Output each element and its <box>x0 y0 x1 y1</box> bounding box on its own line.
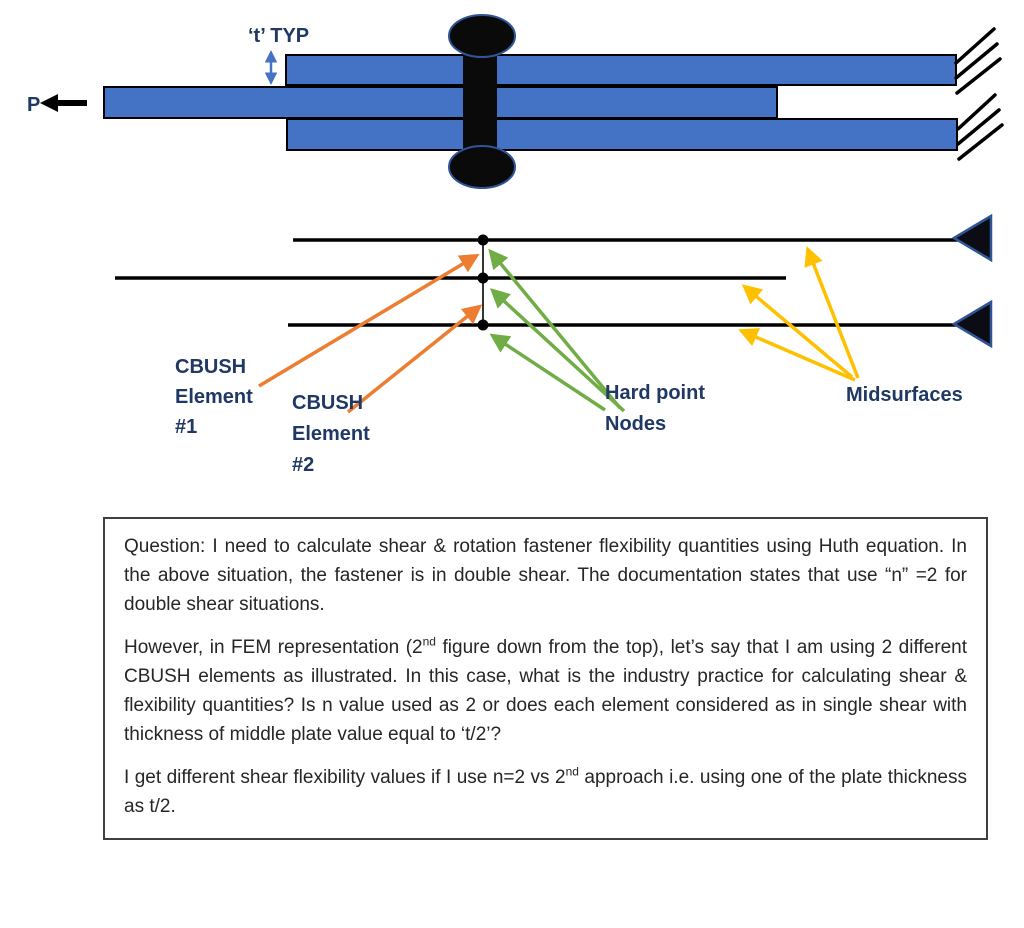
midsurface-arrow-bottom <box>738 328 856 382</box>
fem-representation-figure: CBUSH Element #1 CBUSH Element #2 Hard p… <box>115 213 993 476</box>
hard-point-arrow-middle <box>489 288 626 413</box>
hard-point-node-middle <box>477 272 489 284</box>
question-paragraph: However, in FEM representation (2nd figu… <box>124 634 967 745</box>
question-box: Question: I need to calculate shear & ro… <box>103 517 988 840</box>
middle-plate <box>103 86 778 119</box>
hard-point-node-bottom <box>477 319 489 331</box>
support-hatch-bottom <box>956 93 1004 161</box>
midsurface-arrow-top <box>804 246 860 379</box>
hard-point-label-line2: Nodes <box>605 413 666 435</box>
cbush1-arrow <box>258 253 480 388</box>
hard-point-arrow-top <box>488 248 622 410</box>
support-triangle-bottom <box>951 299 993 349</box>
question-paragraph: I get different shear flexibility values… <box>124 764 967 817</box>
figures-canvas: ‘t’ TYP P <box>27 14 1004 476</box>
support-triangle-top <box>951 213 993 263</box>
load-label: P <box>27 94 40 116</box>
hard-point-nodes-label: Hard point Nodes <box>605 382 705 435</box>
bolt-head <box>448 14 516 58</box>
thickness-label: ‘t’ TYP <box>248 25 309 47</box>
hard-point-arrow-bottom <box>489 333 606 412</box>
midsurface-arrow-middle <box>741 284 854 379</box>
hard-point-label-line1: Hard point <box>605 382 705 404</box>
support-hatch-top <box>954 27 1002 95</box>
cbush2-label-line3: #2 <box>292 454 314 476</box>
cbush2-arrow <box>346 304 483 414</box>
double-shear-joint-figure: ‘t’ TYP P <box>27 14 1004 189</box>
question-paragraph: Question: I need to calculate shear & ro… <box>124 536 967 615</box>
question-paragraphs: Question: I need to calculate shear & ro… <box>124 532 967 821</box>
load-arrow-head <box>40 94 58 112</box>
cbush1-label-line3: #1 <box>175 416 197 438</box>
cbush2-label: CBUSH Element #2 <box>292 392 370 476</box>
cbush2-label-line1: CBUSH <box>292 392 363 414</box>
midsurfaces-label: Midsurfaces <box>846 384 963 406</box>
cbush1-label-line1: CBUSH <box>175 356 246 378</box>
hard-point-node-top <box>477 234 489 246</box>
bottom-plate <box>286 118 958 151</box>
cbush1-label-line2: Element <box>175 386 253 408</box>
top-plate <box>285 54 957 86</box>
cbush2-label-line2: Element <box>292 423 370 445</box>
cbush1-label: CBUSH Element #1 <box>175 356 253 438</box>
bolt-nut <box>448 145 516 189</box>
